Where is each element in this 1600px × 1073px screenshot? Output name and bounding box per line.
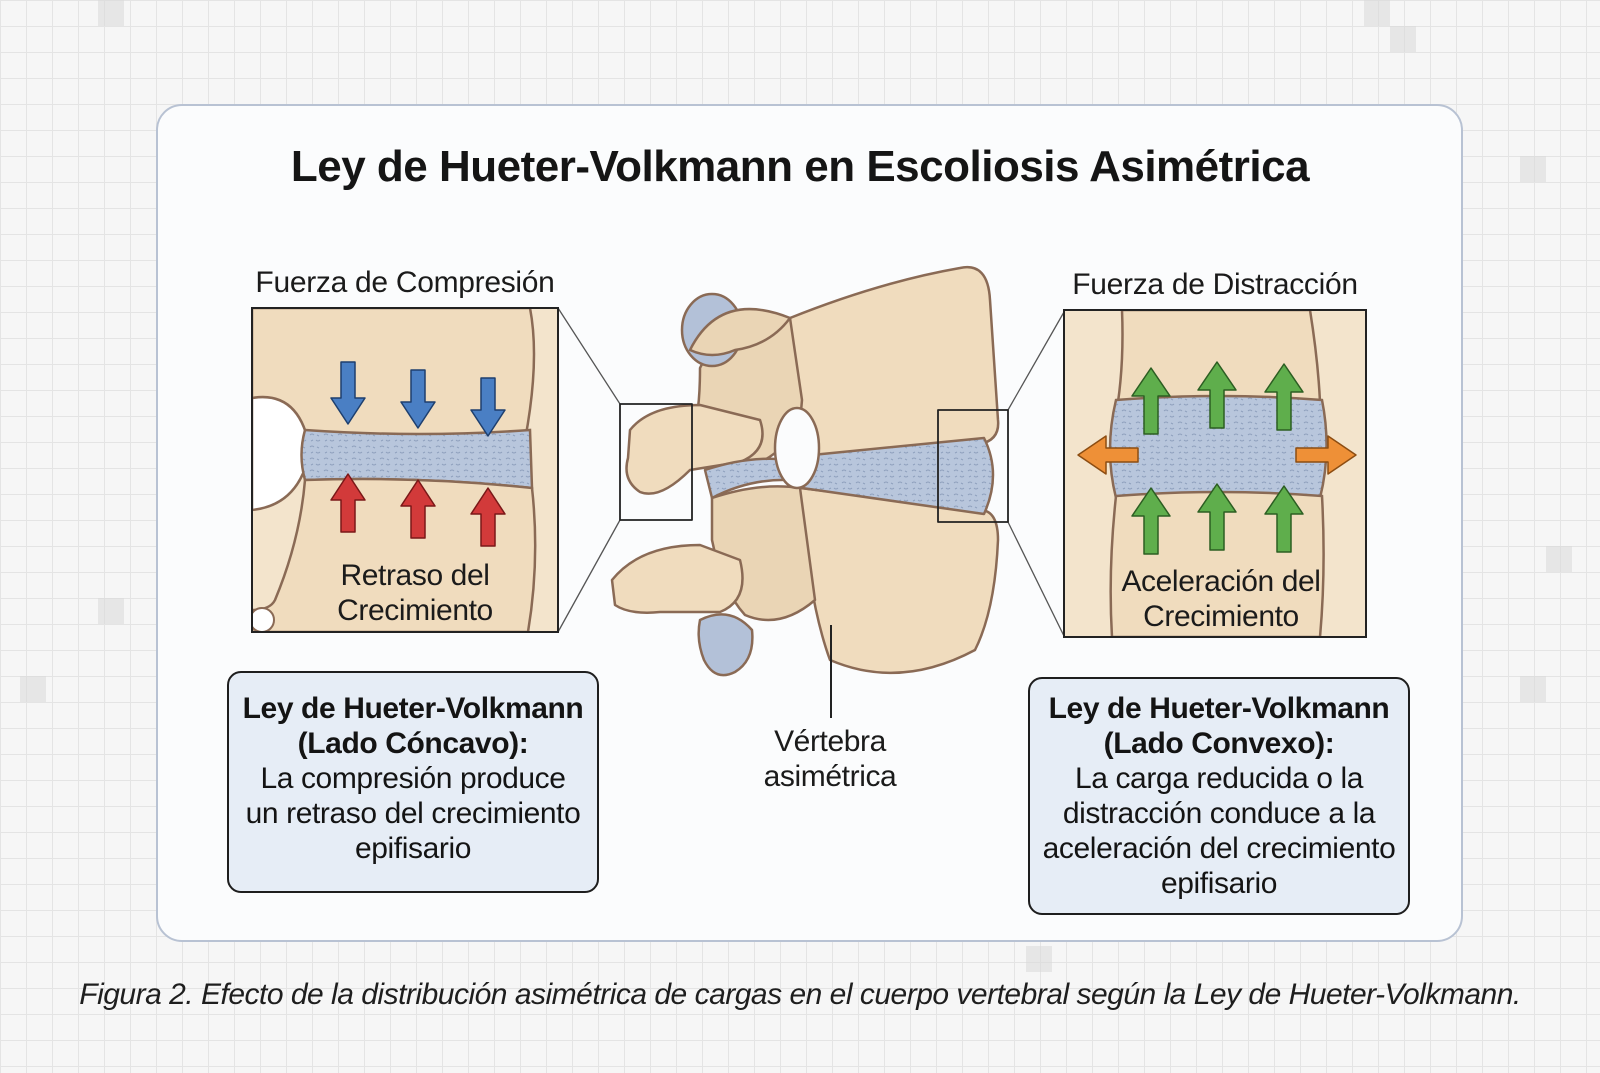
- compression-inset-frame: [251, 307, 559, 633]
- background-block: [1390, 26, 1416, 52]
- compression-arrows-down: [330, 361, 506, 437]
- background-block: [1026, 946, 1052, 972]
- lower-transverse-process: [610, 543, 744, 614]
- lower-vertebral-body: [798, 486, 1000, 675]
- background-block: [1546, 546, 1572, 572]
- zoom-connector-left: [557, 307, 621, 633]
- convex-body-line4: epifisario: [1160, 867, 1278, 900]
- growth-delay-line2: Crecimiento: [337, 594, 493, 627]
- lower-facet: [697, 613, 754, 677]
- distraction-force-label: Fuerza de Distracción: [1072, 268, 1358, 301]
- convex-heading-line1: Ley de Hueter-Volkmann: [1048, 692, 1390, 725]
- spinal-canal: [773, 406, 821, 490]
- background-block: [20, 676, 46, 702]
- convex-body-line1: La carga reducida o la: [1074, 762, 1364, 795]
- upper-vertebral-body: [788, 265, 1000, 460]
- concave-heading-line1: Ley de Hueter-Volkmann: [242, 692, 584, 725]
- compression-inset: [252, 308, 558, 632]
- vertebra-label-line2: asimétrica: [763, 760, 897, 793]
- zoom-box-right: [937, 409, 1009, 523]
- diagram-title: Ley de Hueter-Volkmann en Escoliosis Asi…: [290, 142, 1310, 191]
- background-block: [98, 598, 124, 624]
- concave-body-line1: La compresión produce: [260, 762, 566, 795]
- convex-heading-line2: (Lado Convexo):: [1103, 727, 1335, 760]
- concave-body-line2: un retraso del crecimiento: [245, 797, 581, 830]
- zoom-connector-right: [1007, 311, 1065, 637]
- background-block: [1364, 0, 1390, 26]
- background-block: [98, 0, 124, 26]
- convex-body-line2: distracción conduce a la: [1062, 797, 1376, 830]
- background-block: [1520, 156, 1546, 182]
- growth-delay-label: Retraso del Crecimiento: [300, 558, 530, 628]
- vertebra-label: Vértebra asimétrica: [740, 724, 920, 794]
- background-block: [1520, 676, 1546, 702]
- vertebra-illustration: [610, 265, 1009, 677]
- figure-caption: Figura 2. Efecto de la distribución asim…: [79, 978, 1521, 1011]
- concave-side-info-box: Ley de Hueter-Volkmann (Lado Cóncavo): L…: [227, 671, 599, 893]
- growth-acceleration-label: Aceleración del Crecimiento: [1100, 564, 1342, 634]
- growth-acceleration-line1: Aceleración del: [1121, 565, 1321, 598]
- distraction-inset-frame: [1063, 309, 1367, 638]
- growth-acceleration-line2: Crecimiento: [1143, 600, 1299, 633]
- convex-body-line3: aceleración del crecimiento: [1042, 832, 1396, 865]
- growth-arrows-up-bottom: [1131, 483, 1304, 555]
- compression-force-label: Fuerza de Compresión: [255, 266, 555, 299]
- growth-arrows-up-top: [1131, 361, 1304, 435]
- growth-delay-line1: Retraso del: [340, 559, 490, 592]
- concave-heading-line2: (Lado Cóncavo):: [297, 727, 529, 760]
- compression-arrows-up: [330, 473, 506, 547]
- vertebra-label-line1: Vértebra: [774, 725, 886, 758]
- zoom-box-left: [619, 403, 693, 521]
- concave-body-line3: epifisario: [354, 832, 472, 865]
- lateral-arrows: [1077, 435, 1357, 475]
- convex-side-info-box: Ley de Hueter-Volkmann (Lado Convexo): L…: [1028, 677, 1410, 915]
- distraction-inset: [1064, 310, 1366, 637]
